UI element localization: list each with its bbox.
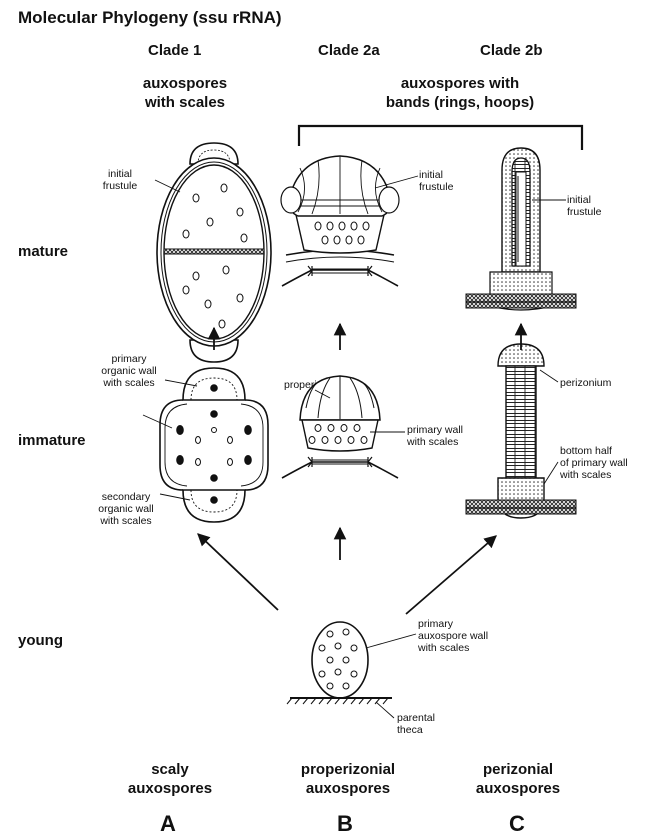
clade-2b-immature-auxospore (466, 344, 576, 518)
leader-bottom-half (544, 462, 558, 484)
clade-2a-mature-auxospore (281, 156, 399, 286)
clade-2a-immature-auxospore (282, 376, 398, 478)
arrow-young-to-1 (198, 534, 278, 610)
arrow-young-to-2b (406, 536, 496, 614)
clade-2-bracket (299, 126, 582, 150)
leader-primary-auxospore-wall (366, 634, 416, 648)
leader-parental-theca (376, 702, 394, 718)
young-auxospore (287, 622, 392, 704)
immature-scales (177, 385, 252, 504)
clade-2b-mature-auxospore (466, 148, 576, 310)
clade-1-immature-auxospore (160, 368, 268, 522)
leader-perizonium (540, 370, 558, 382)
development-arrows (198, 324, 521, 614)
